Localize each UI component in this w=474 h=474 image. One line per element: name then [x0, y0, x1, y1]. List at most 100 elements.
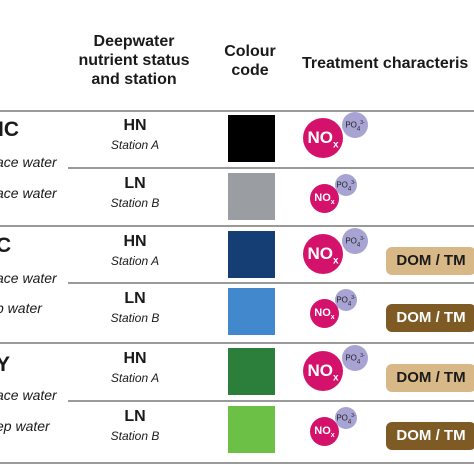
nox-icon: NOx [303, 351, 343, 391]
nutrient-status: LN [124, 408, 146, 425]
nox-label: NOx [310, 425, 339, 439]
nox-sub: x [330, 199, 335, 207]
dom-tm-badge: DOM / TM [386, 422, 474, 450]
dom-tm-badge: DOM / TM [386, 247, 474, 275]
po4-sup: 3- [360, 236, 365, 242]
po4-icon: PO43- [335, 407, 357, 429]
station-label: Station A [110, 138, 160, 152]
water-description: ace water [0, 185, 57, 201]
nox-icon: NOx [310, 299, 339, 328]
nutrient-status: LN [124, 290, 146, 307]
po4-sup: 3- [360, 353, 365, 359]
nox-main: NO [314, 192, 331, 204]
nox-icon: NOx [310, 184, 339, 213]
separator-inner-2 [68, 282, 474, 284]
po4-icon: PO43- [342, 345, 368, 371]
nox-label: NOx [310, 307, 339, 321]
station-label: Station B [110, 429, 160, 443]
nox-icon: NOx [310, 417, 339, 446]
nox-main: NO [307, 244, 333, 263]
group-label: C [0, 234, 12, 257]
nox-main: NO [307, 128, 333, 147]
po4-main: PO [336, 295, 348, 305]
header-nutrient-line-3: and station [91, 71, 177, 88]
header-nutrient-line-1: Deepwater [93, 33, 175, 50]
water-description: ace water [0, 387, 57, 403]
dom-tm-badge: DOM / TM [386, 364, 474, 392]
po4-icon: PO43- [335, 174, 357, 196]
po4-label: PO43- [335, 180, 357, 192]
po4-sub: 4 [356, 242, 361, 249]
dom-tm-badge: DOM / TM [386, 304, 474, 332]
po4-label: PO43- [342, 236, 368, 248]
separator-inner-1 [68, 167, 474, 169]
colour-swatch [228, 288, 275, 335]
colour-swatch [228, 406, 275, 453]
nox-label: NOx [303, 244, 343, 266]
po4-label: PO43- [335, 295, 357, 307]
group-label: IC [0, 118, 19, 141]
nutrient-status: HN [123, 350, 147, 367]
nox-sub: x [332, 255, 339, 267]
po4-main: PO [345, 353, 357, 363]
nox-sub: x [330, 432, 335, 440]
po4-icon: PO43- [342, 228, 368, 254]
po4-sup: 3- [351, 295, 356, 301]
po4-main: PO [336, 413, 348, 423]
nox-label: NOx [310, 192, 339, 206]
po4-sup: 3- [351, 413, 356, 419]
po4-label: PO43- [342, 353, 368, 365]
header-colour-line-1: Colour [224, 43, 276, 60]
water-description: ep water [0, 418, 50, 434]
group-label: Y [0, 353, 11, 376]
po4-main: PO [336, 180, 348, 190]
colour-swatch [228, 173, 275, 220]
po4-label: PO43- [342, 120, 368, 132]
station-label: Station B [110, 311, 160, 325]
nox-main: NO [307, 361, 333, 380]
po4-icon: PO43- [342, 112, 368, 138]
po4-sub: 4 [347, 419, 352, 426]
po4-icon: PO43- [335, 289, 357, 311]
po4-sub: 4 [347, 301, 352, 308]
po4-sub: 4 [347, 186, 352, 193]
po4-label: PO43- [335, 413, 357, 425]
water-description: ace water [0, 270, 57, 286]
water-description: p water [0, 300, 42, 316]
header-nutrient-line-2: nutrient status [78, 52, 190, 69]
separator-header [0, 110, 474, 112]
water-description: ace water [0, 154, 57, 170]
nox-icon: NOx [303, 234, 343, 274]
nox-main: NO [314, 425, 331, 437]
header-colour-line-2: code [231, 62, 269, 79]
header-treatment: Treatment characteris [302, 54, 468, 73]
nox-label: NOx [303, 361, 343, 383]
nutrient-status: HN [123, 117, 147, 134]
colour-swatch [228, 115, 275, 162]
header-nutrient-status: Deepwater nutrient status and station [64, 32, 204, 89]
po4-sup: 3- [360, 120, 365, 126]
separator-bottom [0, 462, 474, 464]
nox-label: NOx [303, 128, 343, 150]
station-label: Station A [110, 371, 160, 385]
po4-sup: 3- [351, 180, 356, 186]
colour-swatch [228, 231, 275, 278]
separator-inner-3 [68, 400, 474, 402]
nutrient-status: HN [123, 233, 147, 250]
station-label: Station B [110, 196, 160, 210]
nutrient-status: LN [124, 175, 146, 192]
nox-sub: x [332, 372, 339, 384]
station-label: Station A [110, 254, 160, 268]
po4-sub: 4 [356, 359, 361, 366]
separator-group-2 [0, 342, 474, 344]
nox-sub: x [330, 314, 335, 322]
header-treatment-label: Treatment characteris [302, 55, 469, 72]
po4-main: PO [345, 236, 357, 246]
nox-main: NO [314, 307, 331, 319]
nox-icon: NOx [303, 118, 343, 158]
po4-main: PO [345, 120, 357, 130]
separator-group-1 [0, 225, 474, 227]
nox-sub: x [332, 139, 339, 151]
header-colour-code: Colour code [214, 42, 286, 80]
po4-sub: 4 [356, 126, 361, 133]
